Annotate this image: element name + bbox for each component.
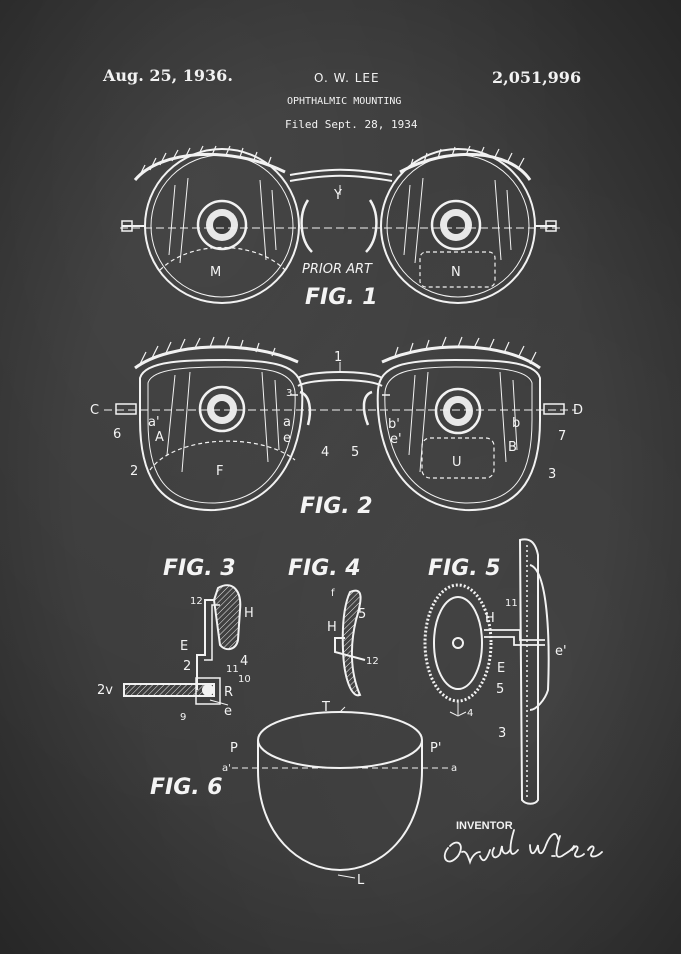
fig3-label-12: 12 (190, 596, 203, 607)
fig-6-label: FIG. 6 (150, 775, 223, 800)
fig2-label-C: C (90, 403, 99, 418)
fig2-label-B: B (508, 440, 517, 455)
fig6-label-P-prime: P' (430, 741, 441, 756)
figure-4 (334, 589, 366, 697)
fig4-label-5: 5 (358, 607, 366, 622)
fig3-label-E: E (180, 639, 188, 654)
fig5-label-H: H (485, 611, 495, 626)
fig2-label-3a: 3 (286, 388, 292, 399)
fig6-label-a-prime: a' (222, 763, 231, 774)
fig2-label-U: U (452, 455, 462, 470)
fig4-label-H: H (327, 620, 337, 635)
patent-title: OPHTHALMIC MOUNTING (287, 96, 402, 107)
filed-date: Filed Sept. 28, 1934 (285, 118, 418, 131)
label-M: M (210, 265, 221, 280)
label-Y: Y (333, 188, 342, 203)
fig2-label-A: A (155, 430, 164, 445)
fig3-label-11: 11 (226, 664, 239, 675)
fig2-left-lens (139, 358, 304, 512)
fig5-label-E: E (497, 661, 505, 676)
fig2-label-a-prime: a' (148, 415, 160, 430)
right-eyebrow (399, 152, 532, 181)
fig2-label-1: 1 (334, 350, 342, 365)
fig3-label-2: 2 (183, 659, 191, 674)
fig2-label-3: 3 (548, 467, 556, 482)
label-N: N (451, 265, 461, 280)
fig2-right-lens (376, 358, 541, 512)
fig-2-label: FIG. 2 (300, 494, 373, 519)
fig2-label-5: 5 (351, 445, 359, 460)
fig-4-label: FIG. 4 (288, 556, 361, 581)
fig3-label-R: R (224, 685, 233, 700)
fig2-label-e: e (283, 431, 291, 446)
fig2-label-F: F (216, 464, 223, 479)
fig6-label-P: P (230, 741, 238, 756)
fig2-label-6: 6 (113, 427, 121, 442)
fig-3-label: FIG. 3 (163, 556, 236, 581)
patent-number: 2,051,996 (492, 68, 582, 87)
fig2-label-2: 2 (130, 464, 138, 479)
inventor-signature (443, 829, 603, 865)
fig5-label-3: 3 (498, 726, 506, 741)
fig4-label-12: 12 (366, 656, 379, 667)
figure-6 (232, 706, 448, 879)
fig5-label-4: 4 (467, 708, 473, 719)
fig5-label-5: 5 (496, 682, 504, 697)
fig2-label-7: 7 (558, 429, 566, 444)
fig4-label-f: f (331, 588, 335, 599)
fig5-label-e-prime: e' (555, 644, 567, 659)
fig2-label-b-prime: b' (388, 417, 400, 432)
figure-2 (104, 336, 576, 512)
fig2-label-b: b (512, 416, 520, 431)
figure-5 (423, 538, 550, 805)
fig6-label-L: L (357, 873, 365, 888)
patent-date: Aug. 25, 1936. (103, 66, 233, 85)
inventor-label: INVENTOR (456, 820, 513, 832)
prior-art-label: PRIOR ART (302, 262, 373, 277)
fig3-label-2v: 2v (97, 683, 113, 698)
fig3-label-H: H (244, 606, 254, 621)
fig6-label-T: T (321, 700, 330, 715)
fig3-label-10: 10 (238, 674, 251, 685)
fig2-label-a: a (283, 415, 291, 430)
fig5-label-11: 11 (505, 598, 518, 609)
fig-1-label: FIG. 1 (305, 285, 378, 310)
fig2-label-D: D (573, 403, 583, 418)
fig2-label-4: 4 (321, 445, 329, 460)
fig-5-label: FIG. 5 (428, 556, 501, 581)
fig2-label-e-prime: e' (390, 432, 402, 447)
inventor-name: O. W. LEE (314, 71, 380, 85)
figure-1 (120, 145, 560, 304)
fig3-label-9: 9 (180, 712, 186, 723)
figure-3 (123, 584, 242, 706)
fig3-label-4: 4 (240, 654, 248, 669)
fig3-label-e: e (224, 704, 232, 719)
fig6-label-a: a (451, 763, 457, 774)
